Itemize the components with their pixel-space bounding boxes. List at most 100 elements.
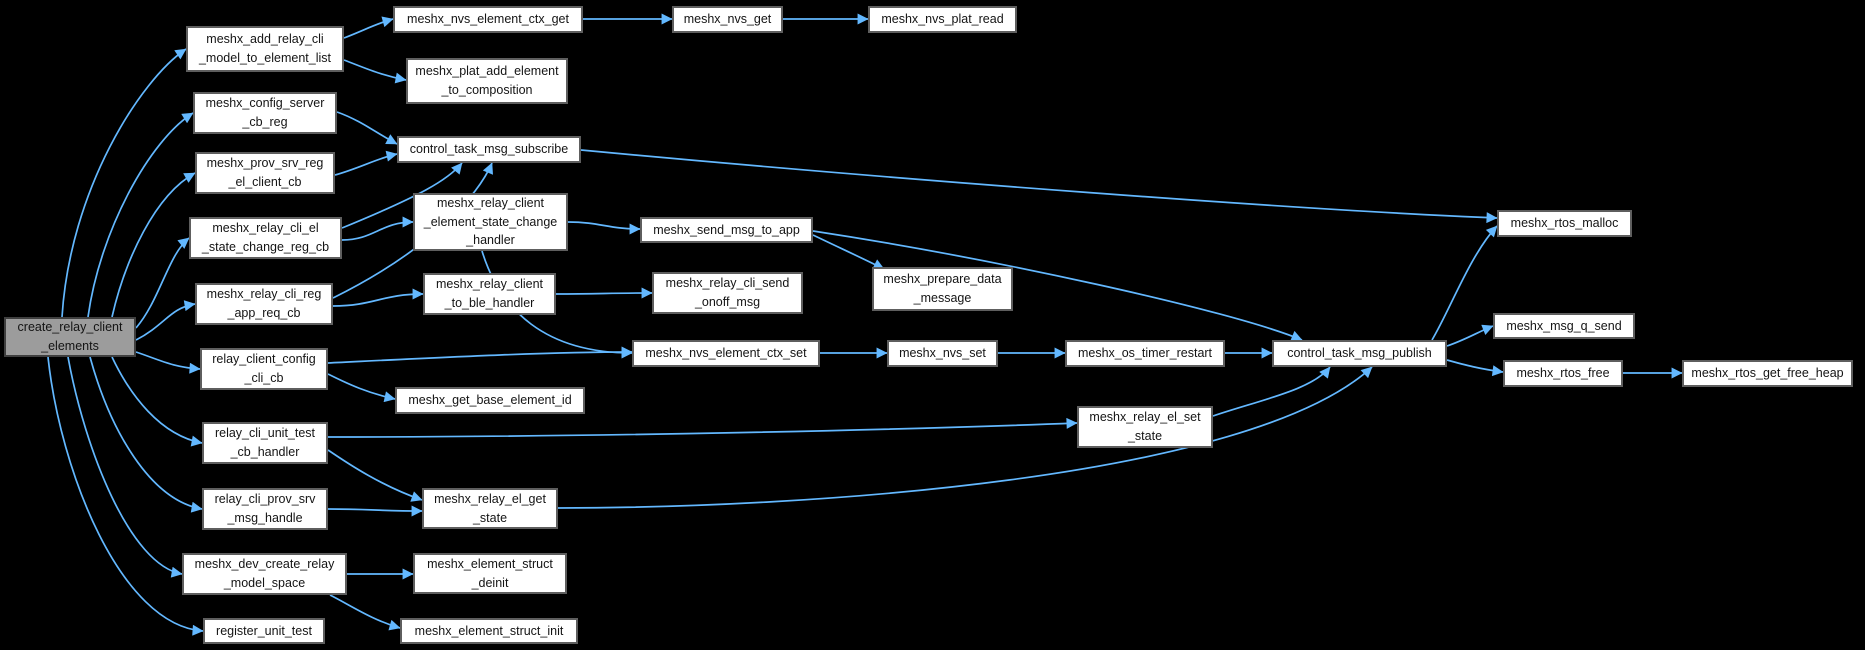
- call-edge-n0-n6: [135, 351, 201, 374]
- graph-node-label: meshx_rtos_malloc: [1510, 216, 1619, 231]
- call-edge-n29-n30: [1431, 225, 1498, 341]
- call-edge-n7-n17: [327, 449, 423, 502]
- graph-node-label: meshx_nvs_get: [683, 12, 772, 27]
- call-edge-n5-n15: [332, 288, 424, 307]
- graph-node-label: _state: [1127, 429, 1163, 443]
- call-edge-n0-n2: [87, 112, 194, 318]
- graph-node-label: meshx_relay_cli_reg: [206, 287, 322, 302]
- graph-node-meshx_rtos_get_free_heap[interactable]: meshx_rtos_get_free_heap: [1682, 360, 1853, 387]
- call-edge-n2-n13: [336, 111, 398, 145]
- graph-node-create_relay_client_elements[interactable]: create_relay_client _elements: [4, 317, 136, 357]
- graph-node-label: meshx_msg_q_send: [1506, 318, 1622, 333]
- graph-node-label: relay_cli_unit_test: [214, 426, 316, 441]
- call-edge-n0-n9: [67, 356, 183, 578]
- graph-node-meshx_nvs_set[interactable]: meshx_nvs_set: [887, 340, 998, 367]
- graph-node-label: meshx_rtos_get_free_heap: [1691, 366, 1844, 381]
- graph-node-relay_cli_unit_test_cb_handler[interactable]: relay_cli_unit_test _cb_handler: [202, 422, 328, 464]
- graph-node-meshx_add_relay_cli_model_to_element_list[interactable]: meshx_add_relay_cli_model_to_element_lis…: [186, 26, 344, 72]
- call-edge-n0-n10: [47, 356, 204, 636]
- graph-node-meshx_nvs_plat_read[interactable]: meshx_nvs_plat_read: [868, 6, 1017, 33]
- graph-node-meshx_element_struct_deinit[interactable]: meshx_element_struct_deinit: [413, 553, 567, 594]
- graph-node-label: meshx_nvs_plat_read: [881, 12, 1004, 27]
- graph-node-label: meshx_rtos_free: [1516, 366, 1610, 381]
- call-edge-n0-n7: [111, 356, 203, 447]
- call-edge-n3-n13: [334, 150, 398, 176]
- graph-node-label: meshx_relay_el_set: [1089, 410, 1201, 425]
- graph-node-label: _cb_handler: [230, 445, 300, 459]
- graph-node-label: meshx_nvs_element_ctx_get: [407, 12, 569, 27]
- graph-node-label: create_relay_client: [17, 320, 123, 335]
- call-edge-n4-n14: [341, 216, 414, 241]
- graph-node-meshx_rtos_free[interactable]: meshx_rtos_free: [1503, 360, 1623, 387]
- call-edge-n15-n22: [555, 287, 653, 299]
- graph-node-label: meshx_relay_el_get: [434, 491, 546, 506]
- graph-node-label: _elements: [41, 339, 99, 353]
- call-edge-n1-n11: [343, 16, 394, 39]
- graph-node-label: _to_ble_handler: [444, 296, 535, 310]
- graph-node-label: meshx_relay_client: [437, 195, 544, 210]
- graph-node-label: relay_client_config: [212, 352, 316, 367]
- graph-node-meshx_send_msg_to_app[interactable]: meshx_send_msg_to_app: [640, 217, 813, 243]
- graph-node-label: meshx_relay_cli_send: [665, 276, 790, 291]
- graph-node-label: meshx_plat_add_element: [415, 64, 559, 79]
- call-edge-n9-n19: [329, 594, 401, 631]
- graph-node-meshx_msg_q_send[interactable]: meshx_msg_q_send: [1493, 313, 1635, 339]
- graph-node-meshx_relay_cli_reg_app_req_cb[interactable]: meshx_relay_cli_reg_app_req_cb: [195, 283, 333, 325]
- graph-node-meshx_nvs_element_ctx_get[interactable]: meshx_nvs_element_ctx_get: [393, 6, 583, 33]
- call-edge-n0-n3: [111, 172, 196, 318]
- graph-node-meshx_os_timer_restart[interactable]: meshx_os_timer_restart: [1065, 340, 1225, 367]
- graph-node-label: _onoff_msg: [694, 295, 761, 309]
- graph-node-meshx_relay_el_get_state[interactable]: meshx_relay_el_get _state: [422, 488, 558, 529]
- graph-node-meshx_relay_client_to_ble_handler[interactable]: meshx_relay_client_to_ble_handler: [423, 273, 556, 315]
- graph-node-label: meshx_nvs_element_ctx_set: [645, 346, 807, 361]
- call-edge-n29-n32: [1446, 359, 1504, 377]
- graph-node-meshx_prepare_data_message[interactable]: meshx_prepare_data _message: [872, 267, 1013, 311]
- graph-node-meshx_prov_srv_reg_el_client_cb[interactable]: meshx_prov_srv_reg_el_client_cb: [195, 152, 335, 194]
- call-edge-n4-n13: [341, 162, 463, 229]
- graph-node-meshx_relay_cli_el_state_change_reg_cb[interactable]: meshx_relay_cli_el_state_change_reg_cb: [189, 217, 342, 259]
- graph-node-label: _model_space: [223, 576, 306, 590]
- graph-node-control_task_msg_publish[interactable]: control_task_msg_publish: [1272, 340, 1447, 367]
- graph-node-label: _state_change_reg_cb: [201, 240, 330, 254]
- graph-node-relay_cli_prov_srv_msg_handle[interactable]: relay_cli_prov_srv_msg_handle: [202, 488, 328, 530]
- graph-node-meshx_dev_create_relay_model_space[interactable]: meshx_dev_create_relay_model_space: [182, 553, 347, 595]
- graph-node-register_unit_test[interactable]: register_unit_test: [203, 618, 325, 644]
- graph-node-label: meshx_config_server: [205, 96, 325, 111]
- call-edge-n0-n1: [61, 48, 187, 318]
- graph-node-meshx_nvs_get[interactable]: meshx_nvs_get: [672, 6, 783, 33]
- graph-node-control_task_msg_subscribe[interactable]: control_task_msg_subscribe: [397, 136, 581, 163]
- graph-node-label: relay_cli_prov_srv: [214, 492, 316, 507]
- graph-node-meshx_plat_add_element_to_composition[interactable]: meshx_plat_add_element _to_composition: [406, 58, 568, 104]
- graph-node-relay_client_config_cli_cb[interactable]: relay_client_config_cli_cb: [200, 348, 328, 390]
- graph-node-label: _to_composition: [441, 83, 533, 97]
- graph-node-label: _model_to_element_list: [198, 51, 332, 65]
- graph-node-meshx_nvs_element_ctx_set[interactable]: meshx_nvs_element_ctx_set: [632, 340, 820, 367]
- call-edge-n1-n12: [343, 59, 407, 84]
- call-edge-n14-n21: [567, 221, 641, 235]
- graph-node-meshx_relay_client_element_state_change_handler[interactable]: meshx_relay_client_element_state_change_…: [413, 193, 568, 251]
- call-edge-n14-n24: [481, 250, 633, 359]
- graph-node-label: _element_state_change: [423, 214, 558, 229]
- call-edge-n21-n29: [812, 230, 1303, 342]
- graph-node-meshx_get_base_element_id[interactable]: meshx_get_base_element_id: [395, 387, 585, 414]
- graph-node-meshx_config_server_cb_reg[interactable]: meshx_config_server _cb_reg: [193, 92, 337, 134]
- call-edge-n6-n16: [327, 373, 396, 403]
- graph-node-meshx_relay_el_set_state[interactable]: meshx_relay_el_set _state: [1077, 406, 1213, 448]
- graph-node-label: meshx_os_timer_restart: [1077, 346, 1213, 361]
- graph-node-meshx_rtos_malloc[interactable]: meshx_rtos_malloc: [1497, 210, 1632, 237]
- call-edge-n13-n30: [580, 149, 1498, 224]
- call-edge-n29-n31: [1446, 324, 1494, 347]
- graph-node-label: _cb_reg: [242, 115, 288, 129]
- graph-node-label: meshx_prepare_data: [883, 272, 1002, 287]
- graph-node-meshx_relay_cli_send_onoff_msg[interactable]: meshx_relay_cli_send _onoff_msg: [652, 272, 803, 314]
- graph-node-label: _message: [913, 291, 972, 305]
- graph-node-label: _state: [472, 510, 508, 525]
- graph-node-meshx_element_struct_init[interactable]: meshx_element_struct_init: [400, 618, 578, 644]
- graph-node-label: meshx_prov_srv_reg: [206, 156, 324, 171]
- call-edge-n6-n24: [327, 346, 633, 364]
- call-edge-n0-n5: [135, 300, 196, 341]
- graph-node-label: meshx_nvs_set: [899, 346, 986, 361]
- call-edge-n27-n29: [1212, 366, 1331, 417]
- call-edge-n7-n27: [327, 417, 1078, 438]
